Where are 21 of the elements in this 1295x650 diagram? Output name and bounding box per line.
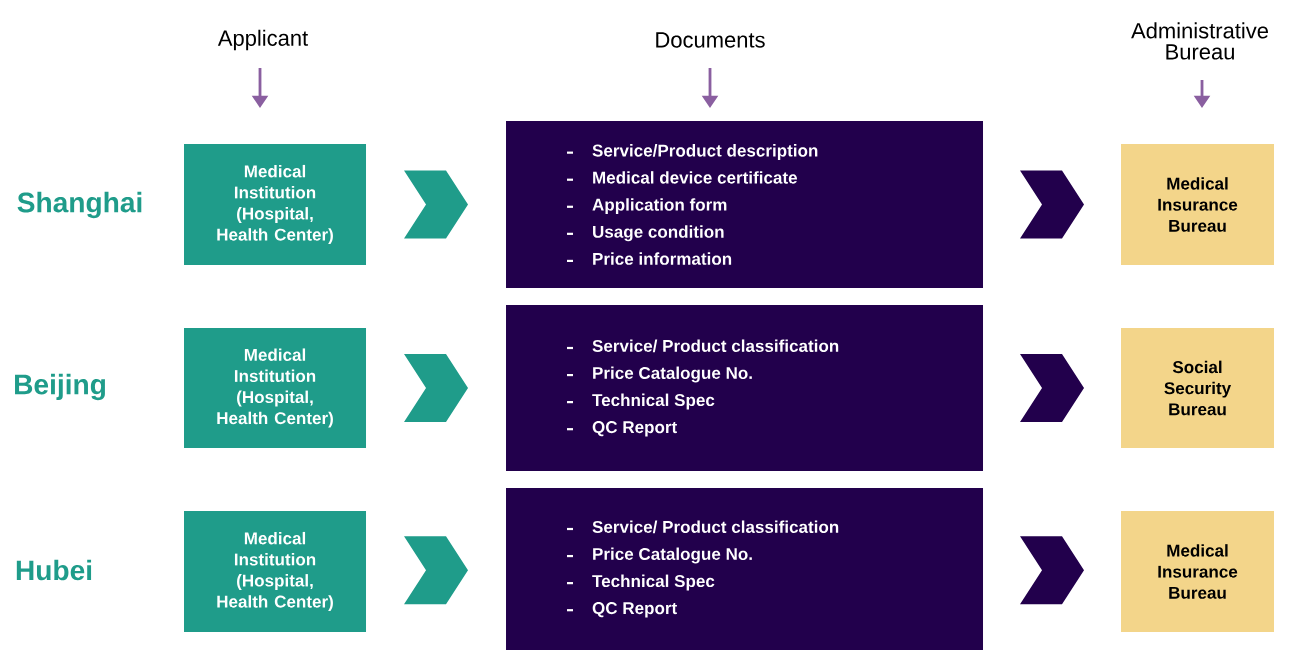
column-header: Administrative Bureau — [1131, 22, 1268, 60]
region-name: Hubei — [16, 559, 92, 581]
bureau-box: Medical Insurance Bureau — [1121, 511, 1274, 632]
applicant-box: Medical Institution (Hospital, Health Center) — [184, 511, 366, 632]
chevron-arrow — [404, 354, 468, 422]
bureau-box: Social Security Bureau — [1121, 328, 1274, 448]
applicant-box: Medical Institution (Hospital, Health Center) — [184, 144, 366, 265]
documents-box: Service/ Product classification Price Catalogue No. Technical Spec QC Report — [506, 305, 983, 471]
chevron-arrow — [1020, 170, 1084, 239]
chevron-arrow — [404, 536, 468, 605]
bureau-box: Medical Insurance Bureau — [1121, 144, 1274, 265]
chevron-arrow — [404, 170, 468, 239]
documents-box: Service/Product description Medical device certificate Application form Usage condition Price information — [506, 121, 983, 288]
region-name: Shanghai — [17, 191, 142, 219]
region-name: Beijing — [15, 373, 105, 401]
column-header: Documents — [656, 32, 765, 48]
column-header: Applicant — [217, 29, 308, 51]
applicant-box: Medical Institution (Hospital, Health Center) — [184, 328, 366, 448]
chevron-arrow — [1020, 354, 1084, 422]
documents-box: Service/ Product classification Price Catalogue No. Technical Spec QC Report — [506, 488, 983, 650]
chevron-arrow — [1020, 536, 1084, 605]
